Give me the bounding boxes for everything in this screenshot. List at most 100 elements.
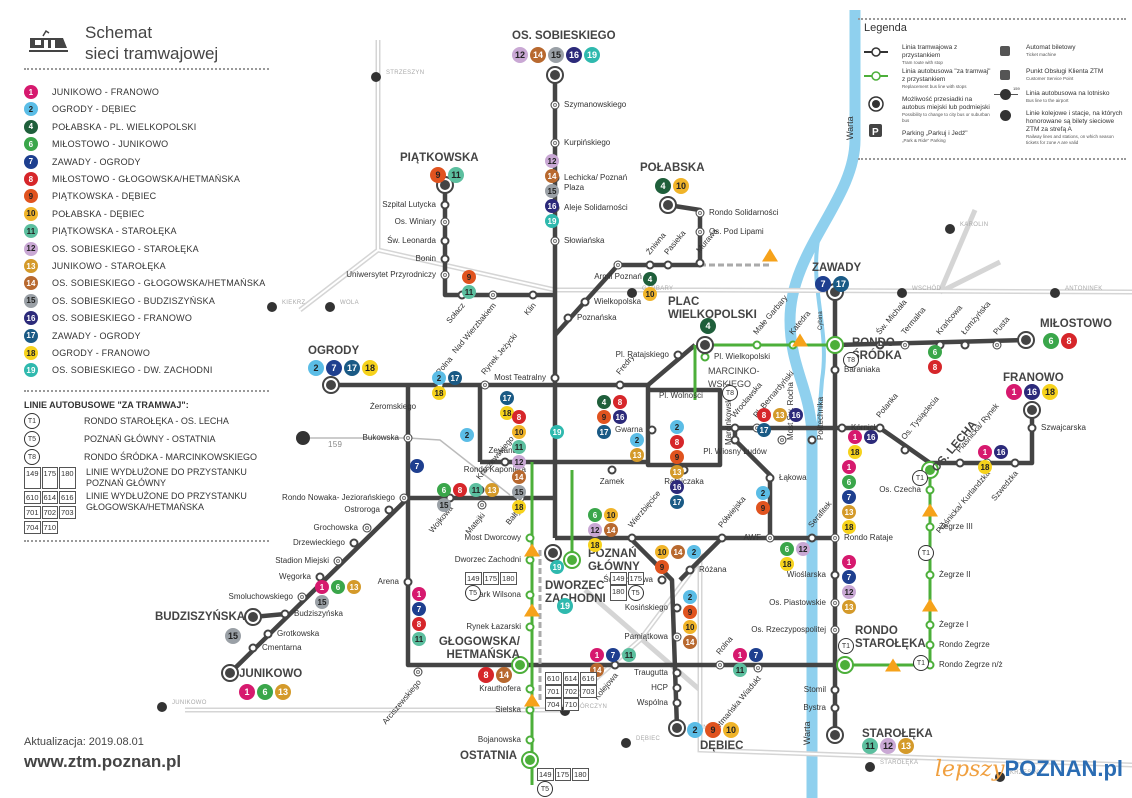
line-badge-11[interactable]: 11	[733, 663, 747, 677]
line-badge-7[interactable]: 7	[842, 570, 856, 584]
bus-number[interactable]: 175	[554, 768, 572, 781]
line-badge-11[interactable]: 11	[412, 632, 426, 646]
bus-number[interactable]: 710	[562, 698, 580, 711]
line-badge-7[interactable]: 7	[410, 459, 424, 473]
line-badge-11[interactable]: 11	[462, 285, 476, 299]
stop-dot[interactable]	[440, 254, 450, 264]
stop-dot[interactable]	[695, 258, 705, 268]
stop-dot[interactable]	[525, 622, 535, 632]
line-badge-9[interactable]: 9	[683, 605, 697, 619]
line-badge-6[interactable]: 6	[437, 483, 451, 497]
stop-dot[interactable]	[837, 423, 847, 433]
line-badge-19[interactable]: 19	[545, 214, 559, 228]
line-badge-2[interactable]: 2	[683, 590, 697, 604]
line-badge-11[interactable]: 11	[448, 167, 464, 183]
line-badge-13[interactable]: 13	[670, 465, 684, 479]
line-badge-17[interactable]: 17	[344, 360, 360, 376]
line-badge-6[interactable]: 6	[24, 137, 38, 152]
stop-dot[interactable]	[615, 380, 625, 390]
line-badge-14[interactable]: 14	[604, 523, 618, 537]
line-badge-15[interactable]: 15	[437, 498, 451, 512]
stop-dot[interactable]	[730, 423, 740, 433]
stop-dot[interactable]	[645, 260, 655, 270]
stop-dot[interactable]	[525, 533, 535, 543]
line-badge-2[interactable]: 2	[308, 360, 324, 376]
bus-number[interactable]: 616	[580, 672, 597, 685]
stop-dot[interactable]	[673, 350, 683, 360]
line-badge-19[interactable]: 19	[550, 560, 564, 574]
stop-dot[interactable]	[403, 433, 413, 443]
line-badge-9[interactable]: 9	[705, 722, 721, 738]
stop-dot[interactable]	[607, 465, 617, 475]
line-badge-1[interactable]: 1	[978, 445, 992, 459]
line-badge-10[interactable]: 10	[604, 508, 618, 522]
line-badge-18[interactable]: 18	[978, 460, 992, 474]
transfer-terminal-icon[interactable]	[244, 608, 262, 626]
line-badge-10[interactable]: 10	[655, 545, 669, 559]
line-badge-15[interactable]: 15	[545, 184, 559, 198]
line-badge-9[interactable]: 9	[670, 450, 684, 464]
line-badge-10[interactable]: 10	[673, 178, 689, 194]
line-badge-10[interactable]: 10	[683, 620, 697, 634]
transfer-terminal-icon[interactable]	[696, 336, 714, 354]
stop-dot[interactable]	[672, 668, 682, 678]
line-badge-1[interactable]: 1	[842, 555, 856, 569]
line-badge-7[interactable]: 7	[842, 490, 856, 504]
stop-dot[interactable]	[563, 313, 573, 323]
line-badge-6[interactable]: 6	[1043, 333, 1059, 349]
stop-dot[interactable]	[1010, 458, 1020, 468]
stop-dot[interactable]	[695, 208, 705, 218]
transfer-terminal-icon[interactable]	[826, 726, 844, 744]
line-badge-15[interactable]: 15	[512, 485, 526, 499]
line-badge-8[interactable]: 8	[928, 360, 942, 374]
line-badge-13[interactable]: 13	[24, 259, 38, 273]
stop-dot[interactable]	[550, 373, 560, 383]
line-badge-13[interactable]: 13	[275, 684, 291, 700]
line-badge-8[interactable]: 8	[478, 667, 494, 683]
transfer-terminal-icon[interactable]	[659, 196, 677, 214]
transfer-terminal-icon[interactable]	[521, 751, 539, 769]
transfer-terminal-icon[interactable]	[511, 656, 529, 674]
line-badge-19[interactable]: 19	[550, 425, 564, 439]
stop-dot[interactable]	[297, 592, 307, 602]
line-badge-10[interactable]: 10	[643, 287, 657, 301]
stop-dot[interactable]	[955, 458, 965, 468]
stop-dot[interactable]	[333, 556, 343, 566]
line-badge-14[interactable]: 14	[671, 545, 685, 559]
line-badge-12[interactable]: 12	[24, 241, 38, 256]
line-badge-6[interactable]: 6	[842, 475, 856, 489]
line-badge-18[interactable]: 18	[500, 406, 514, 420]
line-badge-12[interactable]: 12	[588, 523, 602, 537]
stop-dot[interactable]	[500, 457, 510, 467]
line-badge-7[interactable]: 7	[326, 360, 342, 376]
line-badge-9[interactable]: 9	[462, 270, 476, 284]
stop-dot[interactable]	[525, 590, 535, 600]
line-badge-16[interactable]: 16	[994, 445, 1008, 459]
line-badge-13[interactable]: 13	[842, 600, 856, 614]
line-badge-10[interactable]: 10	[512, 425, 526, 439]
stop-dot[interactable]	[695, 227, 705, 237]
stop-dot[interactable]	[672, 632, 682, 642]
stop-dot[interactable]	[765, 473, 775, 483]
transfer-terminal-icon[interactable]	[563, 551, 581, 569]
line-badge-16[interactable]: 16	[24, 311, 38, 326]
line-badge-17[interactable]: 17	[833, 276, 849, 292]
line-badge-7[interactable]: 7	[606, 648, 620, 662]
line-badge-2[interactable]: 2	[24, 102, 38, 117]
stop-dot[interactable]	[657, 575, 667, 585]
line-badge-10[interactable]: 10	[723, 722, 739, 738]
transfer-terminal-icon[interactable]	[836, 656, 854, 674]
line-badge-16[interactable]: 16	[789, 408, 803, 422]
line-badge-13[interactable]: 13	[842, 505, 856, 519]
bus-number[interactable]: 175	[482, 572, 500, 585]
stop-dot[interactable]	[925, 620, 935, 630]
line-badge-12[interactable]: 12	[842, 585, 856, 599]
